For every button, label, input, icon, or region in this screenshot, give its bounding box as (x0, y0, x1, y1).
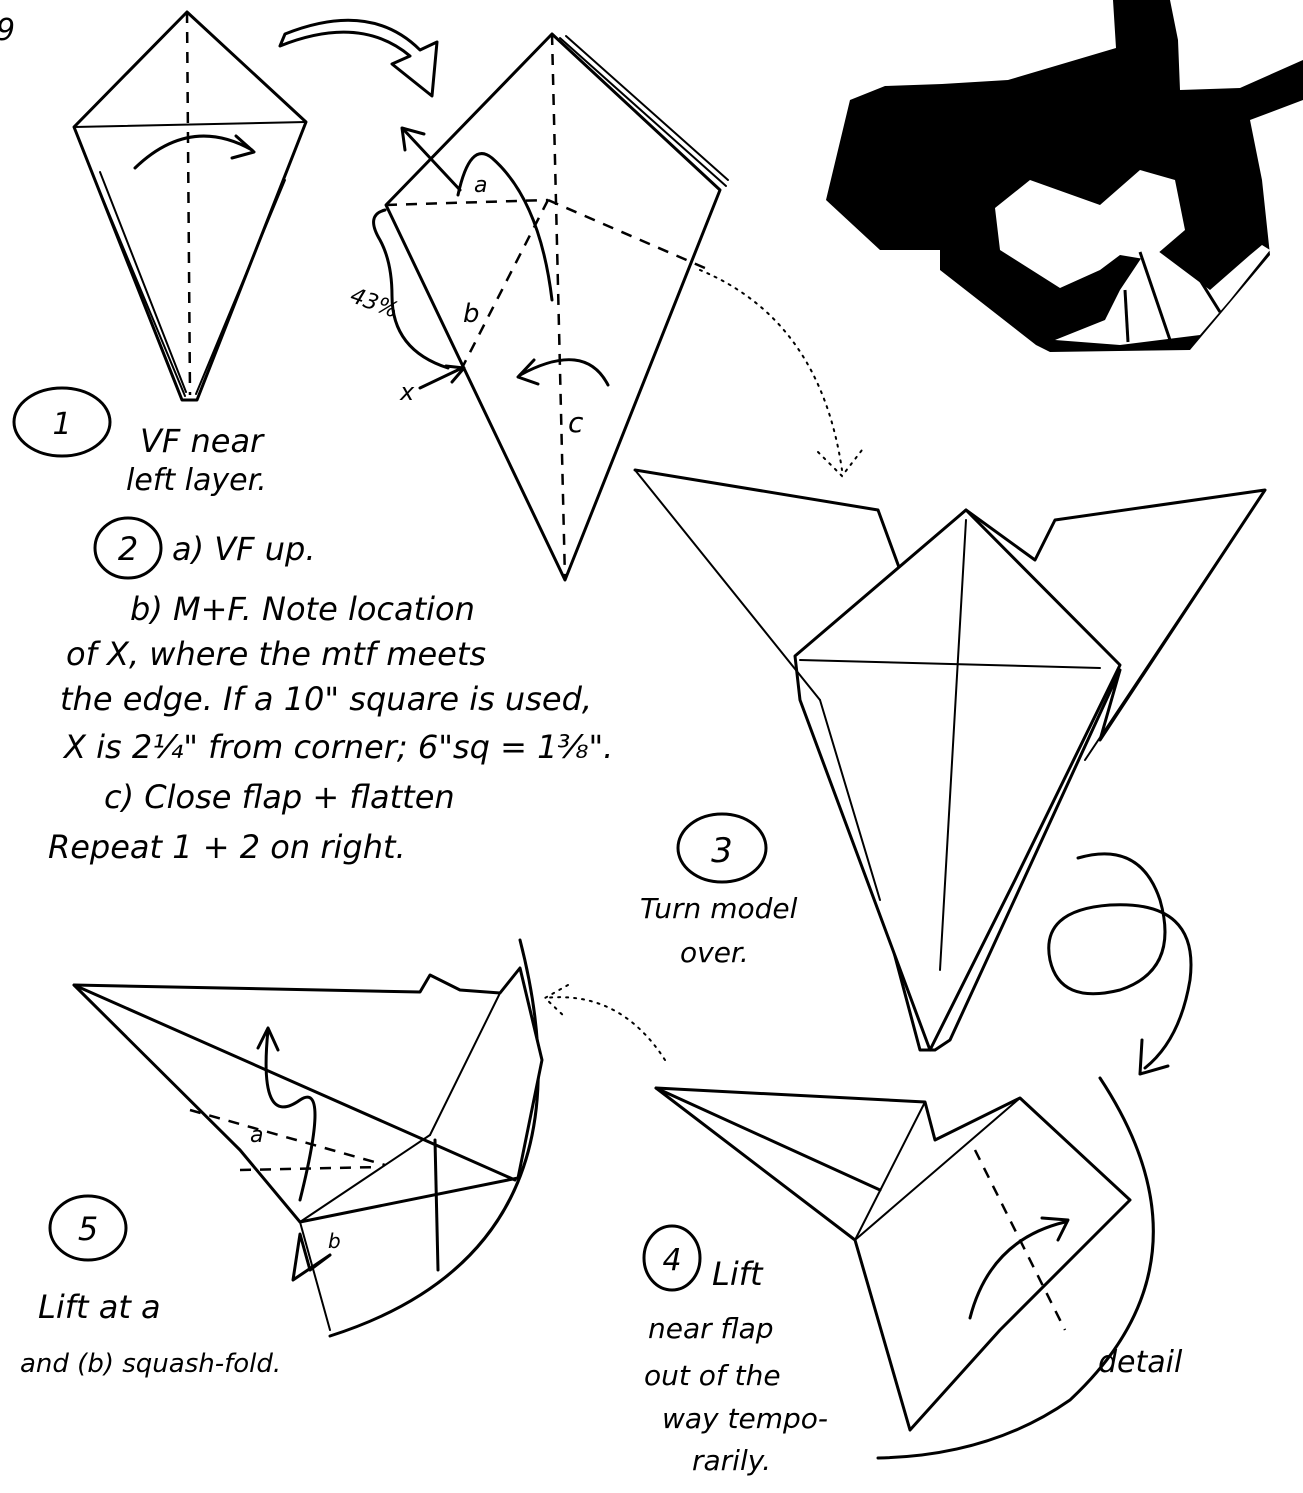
loop-arrow-icon (1049, 854, 1191, 1074)
step4-text-line1: Lift (712, 1255, 764, 1293)
step5-detail: a b (74, 940, 542, 1336)
detail-label: detail (1098, 1345, 1183, 1380)
step2-text-b1: b) M+F. Note location (130, 590, 475, 628)
step2-text-repeat: Repeat 1 + 2 on right. (48, 828, 406, 866)
dotted-arrow-4-to-5 (545, 985, 665, 1060)
step4-text-line4: way tempo- (662, 1402, 828, 1435)
step4-number: 4 (662, 1243, 681, 1278)
finished-model-silhouette (826, 0, 1303, 352)
page-corner-number: 9 (0, 13, 15, 48)
step1-text-line1: VF near (140, 422, 265, 460)
step2-text-b4: X is 2¼" from corner; 6"sq = 1⅜". (62, 728, 613, 766)
label-b-step5: b (328, 1229, 341, 1253)
dotted-arrow-2-to-3 (700, 270, 862, 476)
step2-text-c: c) Close flap + flatten (104, 778, 455, 816)
step5-text-line2: and (b) squash-fold. (20, 1349, 281, 1379)
step3-text-line1: Turn model (640, 892, 798, 925)
step5-number: 5 (78, 1210, 98, 1248)
step1-text-line2: left layer. (126, 463, 267, 498)
step3-number: 3 (711, 831, 733, 871)
step2-text-b2: of X, where the mtf meets (66, 635, 486, 673)
step2-caption: 2 a) VF up. b) M+F. Note location of X, … (48, 518, 613, 866)
step3-text-line2: over. (680, 936, 749, 969)
step2-kite: a b c x 43% (347, 34, 728, 580)
step1-number: 1 (52, 407, 71, 442)
step4-text-line5: rarily. (692, 1444, 771, 1477)
label-a-step5: a (250, 1123, 263, 1148)
step2-text-b3: the edge. If a 10" square is used, (60, 680, 592, 718)
step3-caption: 3 Turn model over. (640, 814, 798, 969)
step2-number: 2 (118, 530, 138, 568)
step4-text-line3: out of the (644, 1359, 781, 1392)
label-c-step2: c (568, 406, 584, 439)
label-b-step2: b (463, 299, 480, 329)
label-a-step2: a (474, 173, 487, 198)
step1-caption: 1 VF near left layer. (14, 388, 267, 498)
step2-text-a: a) VF up. (172, 530, 316, 568)
turn-arrow-icon (280, 20, 437, 96)
step5-caption: 5 Lift at a and (b) squash-fold. (20, 1196, 281, 1379)
step4-text-line2: near flap (648, 1312, 774, 1345)
label-x-step2: x (399, 378, 415, 406)
step5-text-line1: Lift at a (38, 1288, 161, 1326)
step1-kite (74, 12, 306, 400)
